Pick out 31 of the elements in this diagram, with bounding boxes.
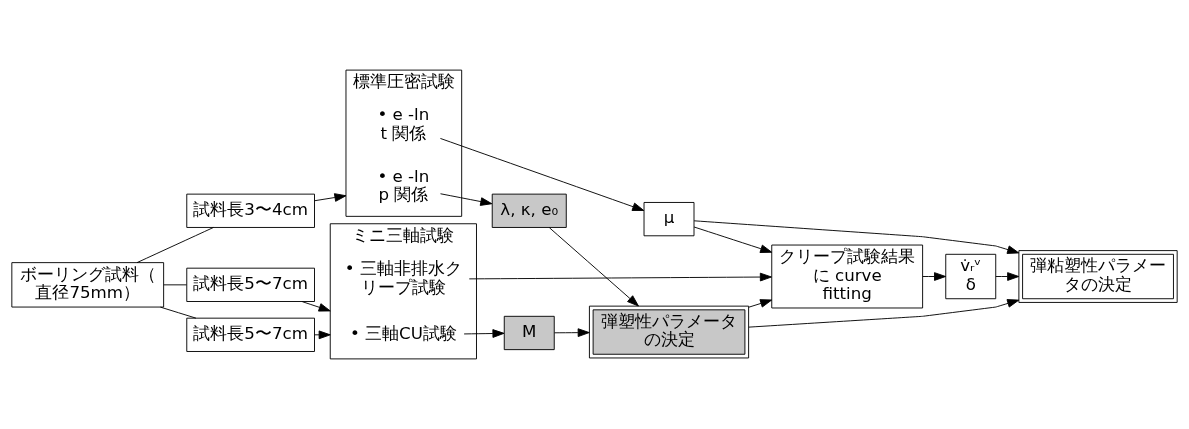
arrow bbox=[314, 193, 347, 202]
connector bbox=[160, 306, 197, 319]
node-box: 試料長5〜7cm bbox=[186, 267, 315, 302]
arrow bbox=[748, 299, 773, 308]
arrow bbox=[693, 220, 1020, 254]
node-box: v̇ᵣᵛ δ bbox=[945, 253, 997, 300]
connector bbox=[136, 227, 214, 264]
node-text: • 三軸CU試験 bbox=[349, 323, 457, 343]
node-box: 弾塑性パラメータの決定 bbox=[588, 305, 750, 359]
arrow bbox=[440, 193, 493, 206]
node-box: λ, κ, e₀ bbox=[491, 193, 567, 228]
node-text: • e -ln p 関係 bbox=[377, 166, 430, 205]
arrow bbox=[995, 272, 1020, 281]
arrow bbox=[693, 226, 773, 253]
node-box: μ bbox=[643, 202, 695, 237]
connector bbox=[163, 284, 188, 286]
arrow bbox=[463, 329, 505, 338]
arrow bbox=[468, 272, 772, 282]
arrow bbox=[748, 299, 1020, 328]
node-box: 試料長5〜7cm bbox=[186, 317, 315, 352]
node-box: ボーリング試料（直径75mm） bbox=[11, 262, 165, 308]
arrow bbox=[922, 272, 947, 281]
node-box: M bbox=[503, 315, 555, 351]
node-box: 試料長3〜4cm bbox=[186, 193, 315, 228]
arrow bbox=[439, 137, 645, 211]
node-text: • 三軸非排水クリープ試験 bbox=[344, 259, 462, 297]
node-text: • e -ln t 関係 bbox=[377, 105, 430, 143]
node-box: クリープ試験結果に curve fitting bbox=[771, 244, 924, 309]
arrow bbox=[554, 328, 590, 337]
arrow bbox=[301, 301, 331, 312]
arrow bbox=[548, 227, 639, 307]
